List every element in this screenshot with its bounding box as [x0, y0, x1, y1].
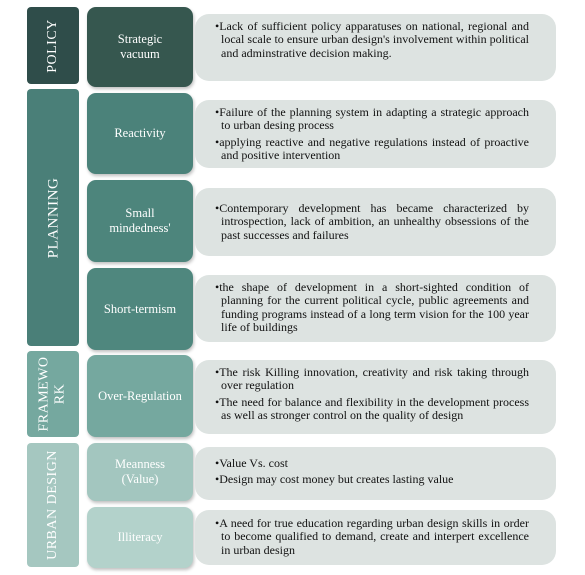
bullet-text: Value Vs. cost — [215, 456, 529, 470]
description-meanness-value: Value Vs. cost Design may cost money but… — [195, 447, 556, 500]
item-label: Small mindedness' — [109, 206, 171, 235]
item-illiteracy: Illiteracy — [87, 507, 193, 568]
bullet-text: The need for balance and flexibility in … — [215, 395, 529, 423]
item-label: Strategic vacuum — [117, 32, 163, 61]
item-strategic-vacuum: Strategic vacuum — [87, 7, 193, 87]
bullet-text: Design may cost money but creates lastin… — [215, 472, 529, 486]
item-label: Over-Regulation — [98, 388, 182, 403]
bullet-text: Contemporary development has became char… — [215, 194, 529, 242]
bullet-text: the shape of development in a short-sigh… — [215, 280, 529, 335]
category-urban-design: URBAN DESIGN — [27, 443, 79, 567]
item-meanness-value: Meanness (Value) — [87, 443, 193, 501]
item-label: Meanness (Value) — [115, 457, 165, 486]
category-policy: POLICY — [27, 7, 79, 84]
category-framework: FRAMEWO RK — [27, 351, 79, 437]
category-policy-label: POLICY — [45, 18, 60, 73]
bullet-text: The risk Killing innovation, creativity … — [215, 365, 529, 393]
item-over-regulation: Over-Regulation — [87, 355, 193, 437]
description-illiteracy: A need for true education regarding urba… — [195, 510, 556, 565]
bullet-text: A need for true education regarding urba… — [215, 516, 529, 557]
category-framework-label: FRAMEWO RK — [37, 356, 68, 432]
item-small-mindedness: Small mindedness' — [87, 180, 193, 262]
bullet-text: Lack of sufficient policy apparatuses on… — [215, 19, 529, 60]
description-reactivity: Failure of the planning system in adapti… — [195, 100, 556, 168]
item-label: Short-termism — [103, 301, 177, 316]
bullet-text: applying reactive and negative regulatio… — [215, 135, 529, 163]
description-over-regulation: The risk Killing innovation, creativity … — [195, 360, 556, 434]
item-label: Reactivity — [114, 126, 166, 140]
item-label: Illiteracy — [117, 530, 163, 544]
bullet-text: Failure of the planning system in adapti… — [215, 105, 529, 133]
category-planning-label: PLANNING — [45, 177, 62, 258]
description-strategic-vacuum: Lack of sufficient policy apparatuses on… — [195, 14, 556, 81]
category-urban-design-label: URBAN DESIGN — [45, 450, 60, 560]
category-planning: PLANNING — [27, 89, 79, 346]
item-reactivity: Reactivity — [87, 93, 193, 174]
item-short-termism: Short-termism — [87, 268, 193, 350]
description-small-mindedness: Contemporary development has became char… — [195, 188, 556, 256]
description-short-termism: the shape of development in a short-sigh… — [195, 275, 556, 342]
